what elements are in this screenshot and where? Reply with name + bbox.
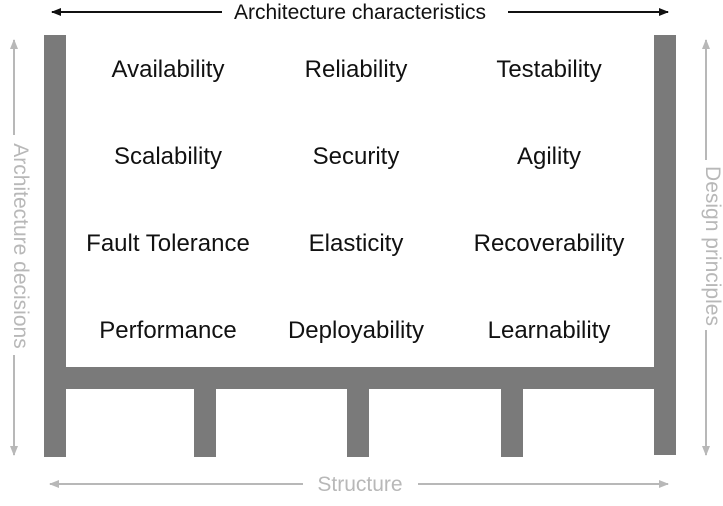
bottom-label: Structure [317,473,402,496]
leg-3 [501,367,523,457]
structure [44,35,676,457]
characteristic-learnability: Learnability [488,317,611,344]
characteristic-deployability: Deployability [288,317,424,344]
characteristic-fault-tolerance: Fault Tolerance [86,230,250,257]
right-wall [654,35,676,455]
top-label: Architecture characteristics [234,1,486,24]
characteristic-reliability: Reliability [305,56,408,83]
left-wall [44,35,66,457]
characteristic-recoverability: Recoverability [474,230,625,257]
leg-1 [194,367,216,457]
characteristic-elasticity: Elasticity [309,230,404,257]
characteristic-security: Security [313,143,400,170]
characteristic-scalability: Scalability [114,143,222,170]
characteristic-performance: Performance [99,317,236,344]
leg-2 [347,367,369,457]
right-label: Design principles [701,166,723,326]
characteristics-grid: Availability Reliability Testability Sca… [86,56,624,344]
left-label: Architecture decisions [9,143,32,348]
characteristic-agility: Agility [517,143,581,170]
characteristic-testability: Testability [496,56,601,83]
characteristic-availability: Availability [112,56,225,83]
